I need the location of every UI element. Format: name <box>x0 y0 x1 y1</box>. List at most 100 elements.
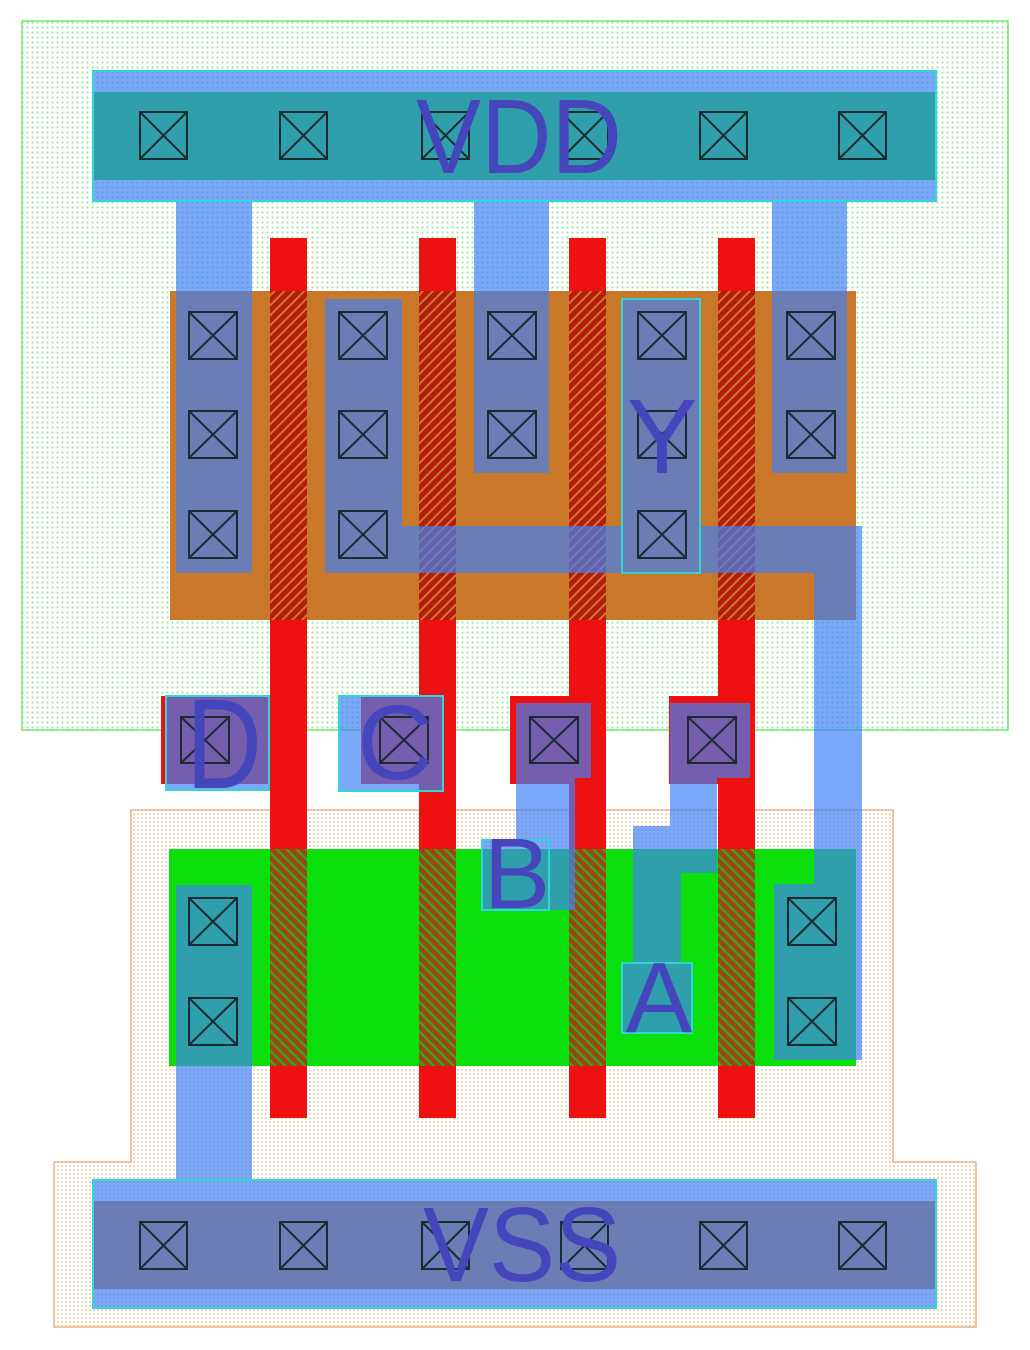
pin-label-d: D <box>186 673 262 816</box>
contact-cross-line <box>699 111 748 160</box>
vdd-rail-contact <box>139 111 188 160</box>
nmos-channel <box>419 849 456 1066</box>
contact-box <box>699 111 748 160</box>
metal1-layer <box>93 71 936 1308</box>
pin-labels: VDD VSS Y D C B A <box>186 78 697 1304</box>
contact-box <box>699 1221 748 1270</box>
contact-cross-line <box>421 1221 470 1270</box>
contact-box <box>529 716 579 764</box>
pin-outline-d <box>165 695 270 791</box>
contact-box <box>560 111 609 160</box>
nmos-channel <box>718 849 755 1066</box>
contact-box <box>637 410 687 459</box>
pin-label-a: A <box>626 942 693 1054</box>
pmos-contact <box>487 410 537 459</box>
pin-label-y: Y <box>627 378 698 496</box>
contact-cross-line <box>786 311 836 360</box>
pmos-contact <box>338 510 388 559</box>
pmos-contact <box>338 311 388 360</box>
contact-cross-line <box>787 997 837 1046</box>
gate-contact-d <box>180 716 230 764</box>
contact-box <box>338 510 388 559</box>
contact-box <box>188 897 238 946</box>
pmos-contact <box>188 510 238 559</box>
contact-box <box>787 997 837 1046</box>
gate-contact-a <box>687 716 737 764</box>
pmos-contact <box>786 410 836 459</box>
pmos-contact <box>637 410 687 459</box>
contact-box <box>279 111 328 160</box>
metal-net-c <box>339 696 443 791</box>
metal-net-d <box>166 696 269 790</box>
metal-net-a <box>622 703 750 1033</box>
contact-cross-line <box>560 111 609 160</box>
vss-rail-contact <box>279 1221 328 1270</box>
contact-cross-line <box>421 111 470 160</box>
pin-outline-a <box>621 962 693 1034</box>
contact-box <box>637 510 687 559</box>
contact-cross-line <box>379 716 429 764</box>
pin-outline-vss <box>92 1179 937 1309</box>
pmos-contact <box>637 510 687 559</box>
metal-net-vdd <box>93 71 936 573</box>
contact-cross-line <box>699 1221 748 1270</box>
gate-contact-c <box>379 716 429 764</box>
contact-cross-line <box>279 1221 328 1270</box>
contact-box <box>687 716 737 764</box>
nmos-contact <box>787 897 837 946</box>
pin-outline-vdd <box>92 70 937 202</box>
pin-label-b: B <box>484 818 551 930</box>
vss-rail-contact <box>421 1221 470 1270</box>
contact-box <box>421 111 470 160</box>
contact-box <box>338 410 388 459</box>
contact-box <box>786 311 836 360</box>
contact-box <box>188 311 238 360</box>
pin-outline-y <box>621 298 701 574</box>
nmos-contact <box>188 997 238 1046</box>
contact-cross-line <box>637 510 687 559</box>
pmos-contact <box>487 311 537 360</box>
contact-cross-line <box>338 410 388 459</box>
vdd-rail-contact <box>279 111 328 160</box>
contact-box <box>838 111 887 160</box>
contact-cross-line <box>838 111 887 160</box>
contact-cross-line <box>139 1221 188 1270</box>
contact-cross-line <box>188 510 238 559</box>
vss-rail-contact <box>139 1221 188 1270</box>
contact-box <box>139 1221 188 1270</box>
metal-net-vss <box>93 885 936 1308</box>
contact-box <box>379 716 429 764</box>
vss-rail-contact <box>838 1221 887 1270</box>
contact-cross-line <box>188 410 238 459</box>
vdd-rail-contact <box>838 111 887 160</box>
contact-cross-line <box>279 111 328 160</box>
contact-box <box>421 1221 470 1270</box>
metal-net-y <box>325 299 862 1060</box>
pin-label-vdd: VDD <box>416 78 622 196</box>
pmos-contact <box>637 311 687 360</box>
contact-cross-line <box>188 897 238 946</box>
contact-box <box>787 897 837 946</box>
contact-cross-line <box>139 111 188 160</box>
pin-outline-b <box>481 839 550 911</box>
contact-box <box>838 1221 887 1270</box>
pmos-contact <box>188 311 238 360</box>
vdd-rail-contact <box>560 111 609 160</box>
contact-cross-line <box>338 510 388 559</box>
nmos-gates <box>270 849 755 1066</box>
contact-cross-line <box>188 311 238 360</box>
nmos-contact <box>787 997 837 1046</box>
contact-cross-line <box>787 897 837 946</box>
contact-cross-line <box>529 716 579 764</box>
contact-cross-line <box>687 716 737 764</box>
contact-cross-line <box>487 410 537 459</box>
contact-box <box>487 311 537 360</box>
gate-contact-b <box>529 716 579 764</box>
vss-rail-contact <box>560 1221 609 1270</box>
contact-cross-line <box>338 311 388 360</box>
contact-box <box>188 410 238 459</box>
contact-cross-line <box>637 410 687 459</box>
vss-rail-contact <box>699 1221 748 1270</box>
